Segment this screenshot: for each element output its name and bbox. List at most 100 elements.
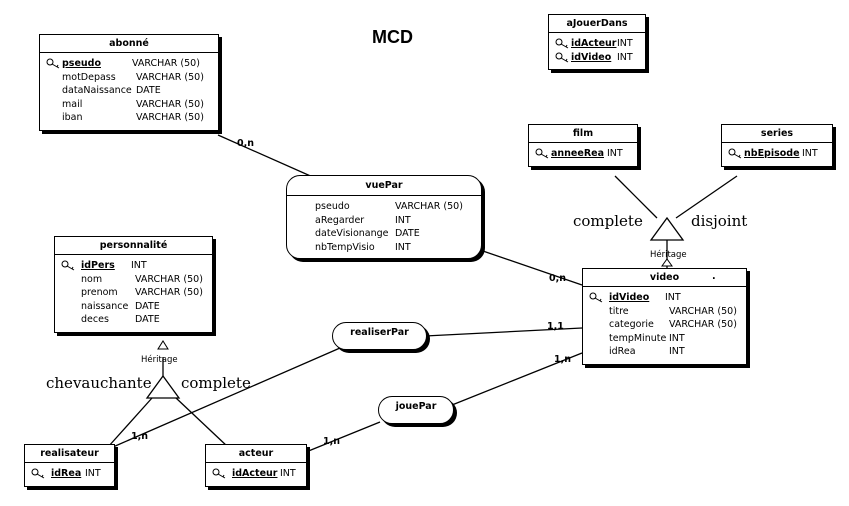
link-series-heritage bbox=[675, 175, 738, 219]
attr-name: categorie bbox=[609, 319, 654, 331]
attr-name: prenom bbox=[81, 287, 118, 299]
cardinality-video-jouepar: 1,n bbox=[554, 354, 571, 365]
attr-name: nom bbox=[81, 273, 103, 285]
attr-type: INT bbox=[669, 346, 685, 358]
link-heritage-acteur bbox=[175, 397, 229, 448]
cardinality-acteur-jouepar: 1,n bbox=[323, 436, 340, 447]
key-icon bbox=[31, 468, 47, 479]
attr-name: iban bbox=[62, 112, 83, 124]
key-icon bbox=[61, 260, 77, 271]
heritage-triangle-personnalite bbox=[145, 374, 181, 399]
entity-title: personnalité bbox=[55, 237, 212, 255]
inheritance-label-disjoint: disjoint bbox=[691, 212, 748, 230]
link-realiserpar-realisateur bbox=[112, 347, 341, 448]
entity-title: film bbox=[529, 125, 637, 143]
key-icon bbox=[555, 52, 571, 63]
attr-name: anneeRea bbox=[551, 148, 604, 160]
entity-title: series bbox=[722, 125, 832, 143]
cardinality-video-realiserpar: 1,1 bbox=[547, 321, 564, 332]
heritage-label: Héritage bbox=[141, 355, 178, 365]
heritage-label: Héritage bbox=[650, 250, 687, 260]
entity-title: abonné bbox=[40, 35, 218, 53]
relation-title: jouePar bbox=[395, 401, 437, 412]
inheritance-label-complete: complete bbox=[573, 212, 643, 230]
link-realiserpar-video bbox=[424, 327, 583, 337]
attr-name: pseudo bbox=[315, 201, 350, 213]
stray-dot: . bbox=[712, 271, 716, 282]
entity-name: video bbox=[649, 272, 680, 283]
attr-name: aRegarder bbox=[315, 214, 365, 226]
link-film-heritage bbox=[614, 175, 658, 219]
heritage-triangle-video bbox=[649, 216, 685, 241]
attr-name: deces bbox=[81, 314, 109, 326]
attr-name: motDepass bbox=[62, 71, 116, 83]
heritage-arrow-personnalite bbox=[157, 340, 169, 350]
cardinality-realisateur-realiserpar: 1,n bbox=[131, 431, 148, 442]
relation-title: realiserPar bbox=[350, 327, 409, 338]
attr-type: VARCHAR (50) bbox=[135, 287, 203, 299]
attr-type: INT bbox=[617, 51, 633, 63]
link-abonne-vuepar bbox=[217, 134, 316, 179]
attr-name: idRea bbox=[609, 346, 636, 358]
attr-type: VARCHAR (50) bbox=[132, 58, 200, 70]
attr-name: naissance bbox=[81, 300, 129, 312]
key-icon bbox=[212, 468, 228, 479]
attr-type: VARCHAR (50) bbox=[136, 112, 204, 124]
attr-name: nbTempVisio bbox=[315, 241, 375, 253]
key-icon bbox=[535, 148, 551, 159]
attr-name: idActeur bbox=[232, 468, 278, 480]
attr-type: INT bbox=[607, 148, 623, 160]
key-icon bbox=[46, 58, 62, 69]
relation-realiserpar[interactable]: realiserPar bbox=[332, 322, 427, 350]
entity-title: video. bbox=[583, 269, 746, 287]
link-jouepar-video bbox=[451, 352, 583, 406]
attr-type: VARCHAR (50) bbox=[135, 273, 203, 285]
attr-name: idPers bbox=[81, 260, 115, 272]
attr-name: dateVisionange bbox=[315, 228, 389, 240]
attr-name: idRea bbox=[51, 468, 82, 480]
attr-name: idVideo bbox=[571, 51, 612, 63]
attr-name: idVideo bbox=[609, 292, 650, 304]
attr-type: INT bbox=[131, 260, 147, 272]
attr-type: INT bbox=[395, 241, 411, 253]
link-vuepar-video bbox=[479, 249, 583, 286]
attr-type: VARCHAR (50) bbox=[136, 71, 204, 83]
attr-type: DATE bbox=[395, 228, 420, 240]
attr-type: INT bbox=[85, 468, 101, 480]
inheritance-label-chevauchante: chevauchante bbox=[46, 374, 152, 392]
attr-type: DATE bbox=[135, 314, 160, 326]
attr-type: VARCHAR (50) bbox=[669, 305, 737, 317]
attr-name: pseudo bbox=[62, 58, 101, 70]
attr-name: mail bbox=[62, 98, 83, 110]
attr-name: titre bbox=[609, 305, 629, 317]
relation-jouepar[interactable]: jouePar bbox=[378, 396, 454, 424]
relation-title: vuePar bbox=[287, 176, 481, 196]
key-icon bbox=[728, 148, 744, 159]
attr-name: idActeur bbox=[571, 38, 617, 50]
attr-name: nbEpisode bbox=[744, 148, 800, 160]
link-jouepar-acteur bbox=[305, 421, 381, 453]
entity-title: aJouerDans bbox=[549, 15, 645, 33]
cardinality-abonne-vuepar: 0,n bbox=[237, 138, 254, 149]
attr-type: VARCHAR (50) bbox=[395, 201, 463, 213]
entity-title: acteur bbox=[206, 445, 306, 463]
heritage-arrow-video bbox=[661, 258, 673, 267]
diagram-title: MCD bbox=[372, 27, 413, 47]
key-icon bbox=[589, 292, 605, 303]
attr-type: INT bbox=[395, 214, 411, 226]
inheritance-label-complete: complete bbox=[181, 374, 251, 392]
attr-type: DATE bbox=[136, 85, 161, 97]
attr-type: DATE bbox=[135, 300, 160, 312]
attr-name: tempMinute bbox=[609, 332, 667, 344]
attr-type: INT bbox=[665, 292, 681, 304]
